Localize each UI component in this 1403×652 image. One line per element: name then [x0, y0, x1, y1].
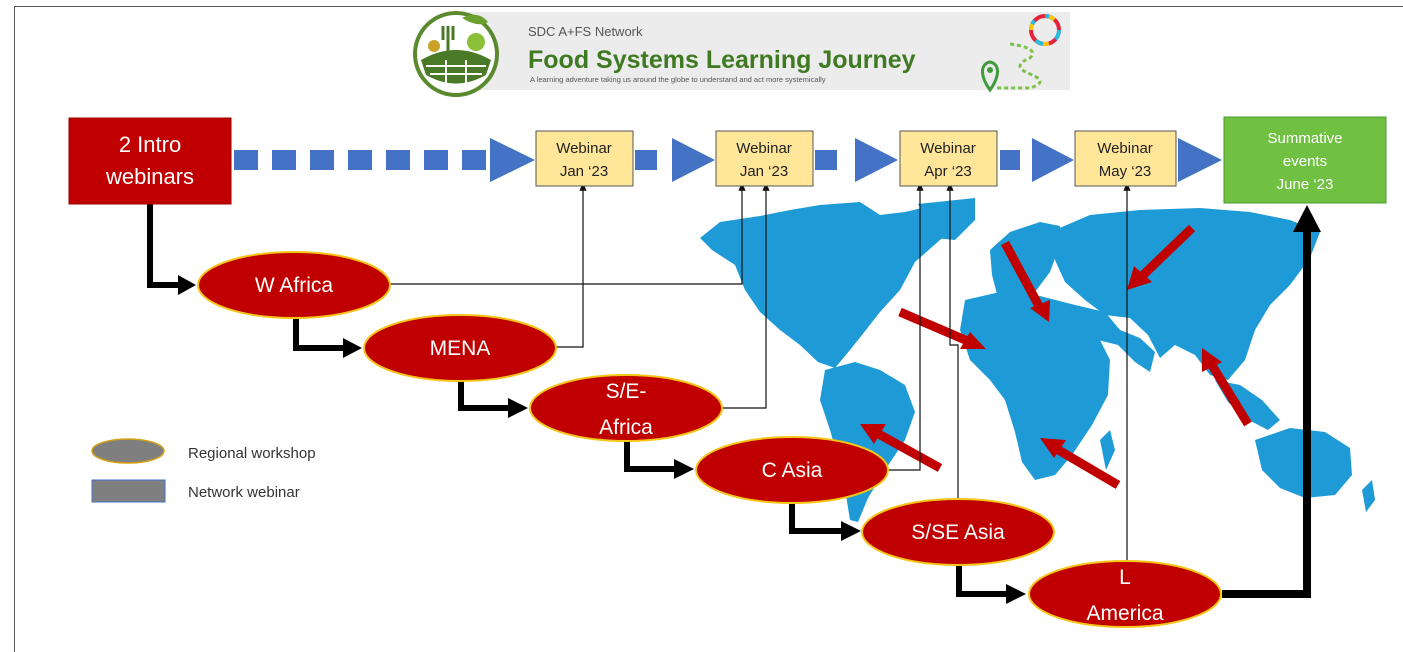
pointer-arrow-mena	[1001, 240, 1044, 311]
connector-ssea-webinar	[946, 182, 959, 500]
pointer-arrow-ssea	[1206, 359, 1252, 427]
workshop-ssea-label: S/SE Asia	[911, 521, 1005, 544]
timeline-arrowhead	[672, 138, 715, 182]
summative-line1: Summative	[1267, 130, 1342, 147]
pointer-arrow-head	[1202, 348, 1222, 372]
workshop-w-africa: W Africa	[197, 251, 391, 319]
network-name: SDC A+FS Network	[528, 24, 643, 39]
asia-shape	[1055, 208, 1320, 380]
webinar-4-line1: Webinar	[1097, 140, 1153, 157]
legend-workshop-label: Regional workshop	[188, 445, 316, 462]
new-zealand-shape	[1362, 480, 1375, 512]
workshop-l-america: L America	[1028, 560, 1222, 628]
step-arrow-ssea-l-america	[956, 565, 1008, 597]
pointer-arrow-head	[1040, 438, 1066, 458]
pointer-arrow-head	[1127, 266, 1152, 290]
timeline-arrowhead	[855, 138, 898, 182]
legend-workshop-swatch	[91, 438, 165, 464]
header-banner: SDC A+FS Network Food Systems Learning J…	[413, 11, 1070, 97]
intro-webinars-box: 2 Intro webinars	[68, 117, 232, 205]
step-arrow-w-africa-mena	[293, 318, 345, 351]
webinar-3-line1: Webinar	[920, 140, 976, 157]
connector-w-africa-webinar	[390, 182, 746, 285]
header-subtitle: A learning adventure taking us around th…	[530, 75, 826, 84]
step-arrow-se-africa-c-asia	[624, 441, 676, 472]
workshop-c-asia: C Asia	[695, 436, 889, 504]
webinar-box-2: Webinar Jan ‘23	[715, 130, 814, 187]
legend-webinar-swatch	[91, 479, 166, 503]
step-arrows	[147, 204, 1311, 598]
food-system-logo-icon	[413, 11, 499, 97]
workshop-se-africa-line1: S/E-	[606, 380, 647, 403]
greenland-shape	[918, 198, 975, 240]
step-arrow-intro-w-africa	[147, 204, 180, 288]
webinar-1-line1: Webinar	[556, 140, 612, 157]
location-pin-icon	[981, 60, 999, 93]
africa-shape	[960, 292, 1110, 480]
workshop-l-america-line1: L	[1119, 566, 1131, 589]
pointer-arrow-se-africa	[1052, 444, 1121, 489]
workshop-w-africa-label: W Africa	[255, 274, 333, 297]
diagram-frame	[14, 6, 1403, 652]
step-arrow-c-asia-ssea	[789, 503, 843, 534]
connector-se-africa-webinar	[722, 182, 770, 409]
step-arrow-mena-se-africa	[458, 380, 510, 411]
workshop-l-america-line2: America	[1086, 602, 1163, 625]
webinar-box-3: Webinar Apr ‘23	[899, 130, 998, 187]
sdg-wheel-icon	[1029, 14, 1061, 46]
intro-box-line1: 2 Intro	[119, 132, 181, 157]
webinar-2-line2: Jan ‘23	[740, 163, 788, 180]
webinar-2-line1: Webinar	[736, 140, 792, 157]
journey-path-icon	[995, 42, 1042, 90]
pointer-arrow-c-asia	[1136, 224, 1196, 282]
pointer-arrow-l-america	[872, 428, 943, 472]
webinar-4-line2: May ‘23	[1099, 163, 1152, 180]
workshop-mena-label: MENA	[430, 337, 491, 360]
europe-shape	[990, 222, 1060, 302]
summative-events-box: Summative events June ‘23	[1223, 116, 1387, 204]
webinar-box-1: Webinar Jan ‘23	[535, 130, 634, 187]
pointer-arrow-w-africa	[898, 307, 972, 347]
connector-mena-webinar	[555, 182, 587, 348]
workshop-se-africa-line2: Africa	[599, 416, 653, 439]
north-america-shape	[700, 200, 970, 368]
webinar-box-4: Webinar May ‘23	[1074, 130, 1177, 187]
timeline-arrowhead	[490, 138, 535, 182]
header-title: Food Systems Learning Journey	[528, 46, 916, 74]
timeline-dashes	[234, 138, 1222, 182]
legend-webinar-label: Network webinar	[188, 484, 300, 501]
thin-connectors	[390, 182, 1131, 565]
connector-c-asia-webinar	[888, 182, 924, 471]
header-background	[450, 12, 1070, 90]
webinar-3-line2: Apr ‘23	[924, 163, 972, 180]
madagascar-shape	[1100, 430, 1115, 470]
legend: Regional workshop Network webinar	[91, 438, 316, 503]
pointer-arrow-head	[1030, 300, 1050, 322]
pointer-arrow-head	[960, 332, 986, 349]
summative-line2: events	[1283, 153, 1327, 170]
step-arrow-l-america-summative	[1222, 228, 1311, 598]
step-arrowheads	[178, 205, 1321, 604]
intro-box-line2: webinars	[105, 164, 194, 189]
workshop-mena: MENA	[363, 314, 557, 382]
timeline-arrowhead	[1178, 138, 1222, 182]
arabia-india-shape	[1075, 305, 1155, 372]
pointer-arrow-head	[860, 424, 886, 444]
region-pointer-arrows	[860, 224, 1252, 489]
workshop-c-asia-label: C Asia	[762, 459, 823, 482]
workshop-se-africa: S/E- Africa	[529, 374, 723, 442]
timeline-arrowhead	[1032, 138, 1074, 182]
summative-line3: June ‘23	[1277, 176, 1334, 193]
workshop-ssea: S/SE Asia	[861, 498, 1055, 566]
webinar-1-line2: Jan ‘23	[560, 163, 608, 180]
